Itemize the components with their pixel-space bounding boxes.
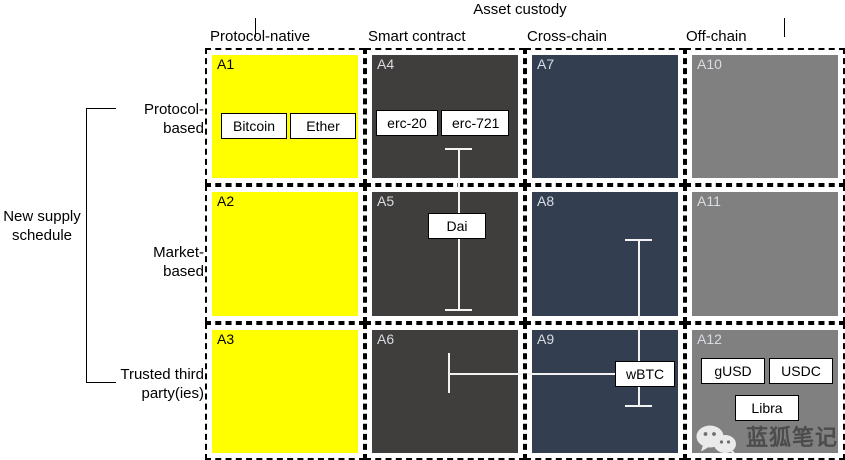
cell-A1-id: A1 — [217, 56, 235, 72]
cell-A5[interactable]: A5 Dai — [365, 185, 525, 323]
cell-A8-id: A8 — [537, 193, 555, 210]
row-label-market-based: Market-based — [153, 244, 204, 280]
cell-A12-id: A12 — [697, 330, 722, 347]
cell-A10-fill — [692, 55, 838, 179]
chip-dai[interactable]: Dai — [428, 213, 486, 240]
cell-A7-id: A7 — [537, 56, 555, 72]
connector-wbtc-vertical-top — [638, 239, 640, 322]
cell-A2-id: A2 — [217, 193, 235, 210]
cell-A3[interactable]: A3 — [205, 322, 365, 460]
column-header-smart-contract: Smart contract — [368, 28, 466, 45]
row-label-protocol-based: Protocol-based — [143, 101, 204, 137]
column-header-off-chain: Off-chain — [686, 28, 747, 45]
asset-custody-text: Asset custody — [465, 1, 575, 18]
cell-A5-fill — [372, 192, 518, 316]
cell-A3-fill — [212, 329, 358, 453]
new-supply-schedule-bracket — [86, 108, 116, 383]
cell-A8[interactable]: A8 — [525, 185, 685, 323]
cell-A3-id: A3 — [217, 330, 235, 347]
wechat-icon — [696, 425, 736, 454]
connector-wbtc-cap-bottom — [625, 404, 652, 407]
cell-A10-id: A10 — [697, 56, 722, 72]
cell-A9-fill — [532, 329, 678, 453]
chip-gusd[interactable]: gUSD — [701, 357, 765, 384]
chip-wbtc[interactable]: wBTC — [615, 360, 675, 387]
cell-A4[interactable]: A4 erc-20 erc-721 — [365, 48, 525, 188]
connector-dai-vertical-top — [458, 148, 460, 188]
cell-A1[interactable]: A1 Bitcoin Ether — [205, 48, 365, 186]
connector-wbtc-vertical-above — [638, 324, 640, 365]
cell-A11-id: A11 — [697, 193, 721, 210]
cell-A9[interactable]: A9 wBTC — [525, 322, 685, 460]
cell-A11[interactable]: A11 — [685, 185, 845, 323]
bracket-top-tick — [86, 108, 116, 109]
bracket-vertical-line — [86, 108, 87, 383]
connector-dai-cap-top — [445, 148, 472, 150]
bracket-left-tick — [255, 10, 256, 37]
cell-A11-fill — [692, 192, 838, 316]
bracket-right-tick — [784, 10, 785, 37]
cell-A10[interactable]: A10 — [685, 48, 845, 186]
cell-A4-id: A4 — [377, 56, 395, 72]
asset-custody-bracket: Asset custody — [255, 1, 785, 38]
chip-libra[interactable]: Libra — [735, 394, 799, 421]
cell-A8-fill — [532, 192, 678, 316]
cell-A5-id: A5 — [377, 193, 395, 210]
cell-A9-id: A9 — [537, 330, 555, 347]
chip-bitcoin[interactable]: Bitcoin — [221, 113, 287, 139]
connector-wbtc-cap-top — [625, 239, 652, 242]
chip-erc721[interactable]: erc-721 — [441, 110, 509, 136]
connector-dai-cap-bottom — [445, 309, 472, 312]
cell-A12[interactable]: A12 gUSD USDC Libra 蓝狐笔记 — [685, 322, 845, 460]
cell-A7[interactable]: A7 — [525, 48, 685, 186]
cell-A6-id: A6 — [377, 330, 395, 347]
column-header-cross-chain: Cross-chain — [527, 28, 608, 45]
connector-wbtc-vertical-below — [638, 384, 640, 407]
cell-A2-fill — [212, 192, 358, 316]
chip-ether[interactable]: Ether — [290, 113, 356, 139]
asset-custody-label: Asset custody — [255, 1, 785, 18]
column-header-protocol-native: Protocol-native — [210, 28, 311, 45]
wechat-watermark: 蓝狐笔记 — [695, 424, 838, 454]
bracket-bottom-tick — [86, 382, 116, 383]
watermark-text: 蓝狐笔记 — [746, 425, 839, 451]
cell-A6[interactable]: A6 — [365, 322, 525, 460]
chip-usdc[interactable]: USDC — [769, 357, 833, 384]
cell-A7-fill — [532, 55, 678, 179]
connector-dai-vertical-bottom — [458, 187, 460, 312]
cell-A2[interactable]: A2 — [205, 185, 365, 323]
row-label-trusted-third-party: Trusted third party(ies) — [120, 366, 204, 402]
chip-erc20[interactable]: erc-20 — [376, 110, 438, 136]
connector-wbtc-horizontal-a9 — [527, 372, 619, 375]
cell-A6-fill — [372, 329, 518, 453]
matrix-grid: A1 Bitcoin Ether A4 erc-20 erc-721 A7 A1… — [205, 48, 845, 460]
connector-wbtc-horizontal-a6 — [448, 372, 523, 375]
new-supply-schedule-label: New supply schedule — [3, 208, 81, 244]
